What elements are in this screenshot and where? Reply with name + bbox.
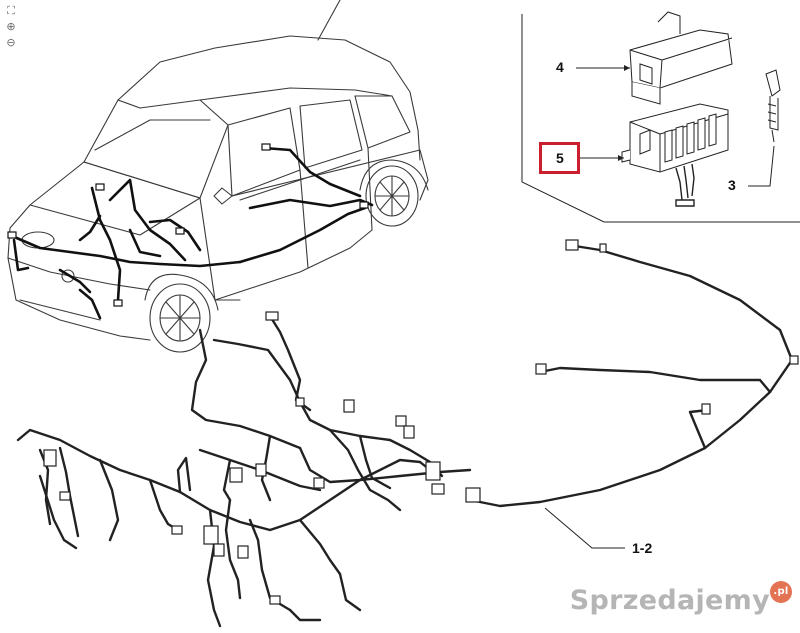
- car-illustration: [7, 0, 429, 353]
- zoom-toolbar: ⛶ ⊕ ⊖: [4, 4, 20, 52]
- zoom-in-icon[interactable]: ⊕: [6, 20, 16, 33]
- part-5-body: [621, 103, 729, 173]
- car-harness-connectors: [7, 143, 369, 307]
- callout-part-4: 4: [556, 59, 564, 75]
- car-harness: [10, 146, 374, 320]
- part-4-cover: [629, 11, 733, 105]
- watermark-logo: Sprzedajemy .pl: [569, 581, 792, 616]
- callout-part-3: 3: [728, 177, 736, 193]
- main-harness: [16, 244, 794, 628]
- part-5-wires: [675, 163, 695, 207]
- leader-lines: [544, 67, 775, 549]
- main-harness-connectors: [43, 239, 799, 605]
- callout-part-1-2: 1-2: [632, 540, 653, 556]
- callout-part-5: 5: [556, 150, 564, 166]
- watermark-badge: .pl: [770, 581, 792, 603]
- part-3-bracket: [765, 69, 781, 143]
- callout-highlight-box: [539, 142, 580, 174]
- zoom-out-icon[interactable]: ⊖: [6, 36, 16, 49]
- watermark-text: Sprzedajemy: [569, 585, 770, 616]
- fullscreen-icon[interactable]: ⛶: [7, 4, 15, 17]
- inset-frame: [521, 14, 800, 223]
- leader-arrows: [618, 65, 630, 161]
